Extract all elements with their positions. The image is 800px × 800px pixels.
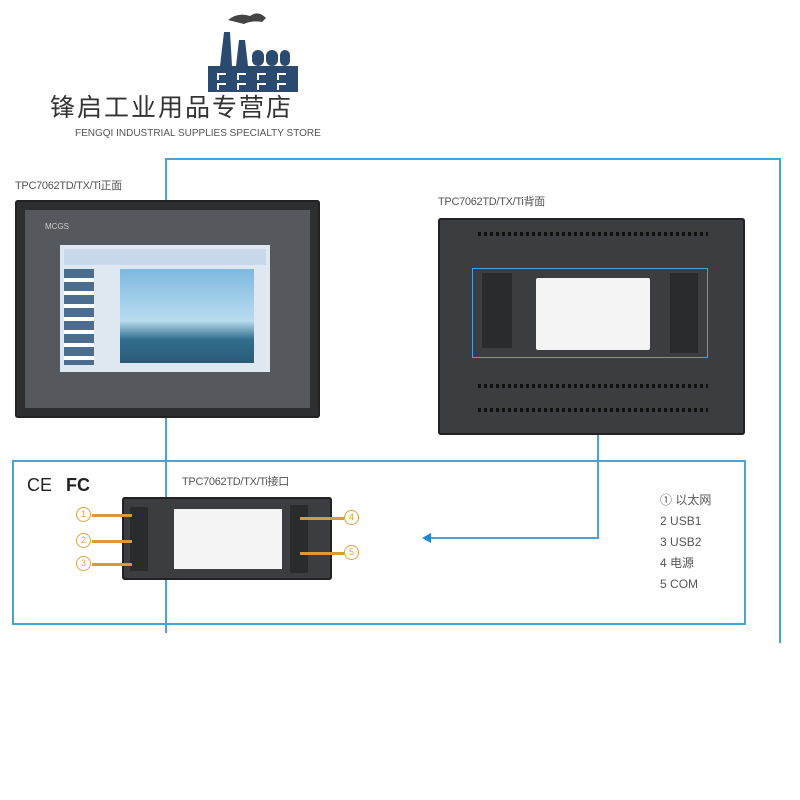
interface-label: TPC7062TD/TX/Ti接口 (182, 476, 289, 488)
interface-box-bottom (12, 623, 746, 625)
store-name-cn: 锋启工业用品专营店 (50, 93, 294, 122)
legend-item: 5 COM (660, 577, 699, 591)
interface-panel-image (122, 497, 332, 580)
front-label: TPC7062TD/TX/Ti正面 (15, 180, 122, 192)
store-name-en: FENGQI INDUSTRIAL SUPPLIES SPECIALTY STO… (75, 128, 321, 139)
legend-item: 2 USB1 (660, 514, 702, 528)
back-panel-image (438, 218, 745, 435)
legend-item: 4 电源 (660, 556, 695, 570)
front-panel-image: MCGS (15, 200, 320, 418)
back-highlight-box (472, 268, 708, 358)
arrow-head-icon (422, 533, 431, 543)
fc-mark: FC (66, 475, 90, 495)
factory-icon (208, 13, 298, 92)
arrow-vertical (597, 355, 599, 539)
front-screen (60, 245, 270, 372)
callout-5: 5 (344, 545, 359, 560)
back-label: TPC7062TD/TX/Ti背面 (438, 196, 545, 208)
arrow-horizontal (430, 537, 599, 539)
interface-box-right (744, 460, 746, 625)
callout-2: 2 (76, 533, 91, 548)
callout-3: 3 (76, 556, 91, 571)
legend-item: ① 以太网 (660, 493, 712, 507)
frame-right-line (779, 158, 781, 643)
frame-top-line (165, 158, 781, 160)
legend-item: 3 USB2 (660, 535, 702, 549)
port-legend: ① 以太网 2 USB1 3 USB2 4 电源 5 COM (660, 493, 711, 598)
callout-1: 1 (76, 507, 91, 522)
callout-4: 4 (344, 510, 359, 525)
interface-box-left (12, 460, 14, 625)
store-logo (208, 10, 298, 92)
interface-box-top (12, 460, 746, 462)
front-brand: MCGS (45, 222, 69, 231)
ce-mark: CE (27, 475, 53, 495)
